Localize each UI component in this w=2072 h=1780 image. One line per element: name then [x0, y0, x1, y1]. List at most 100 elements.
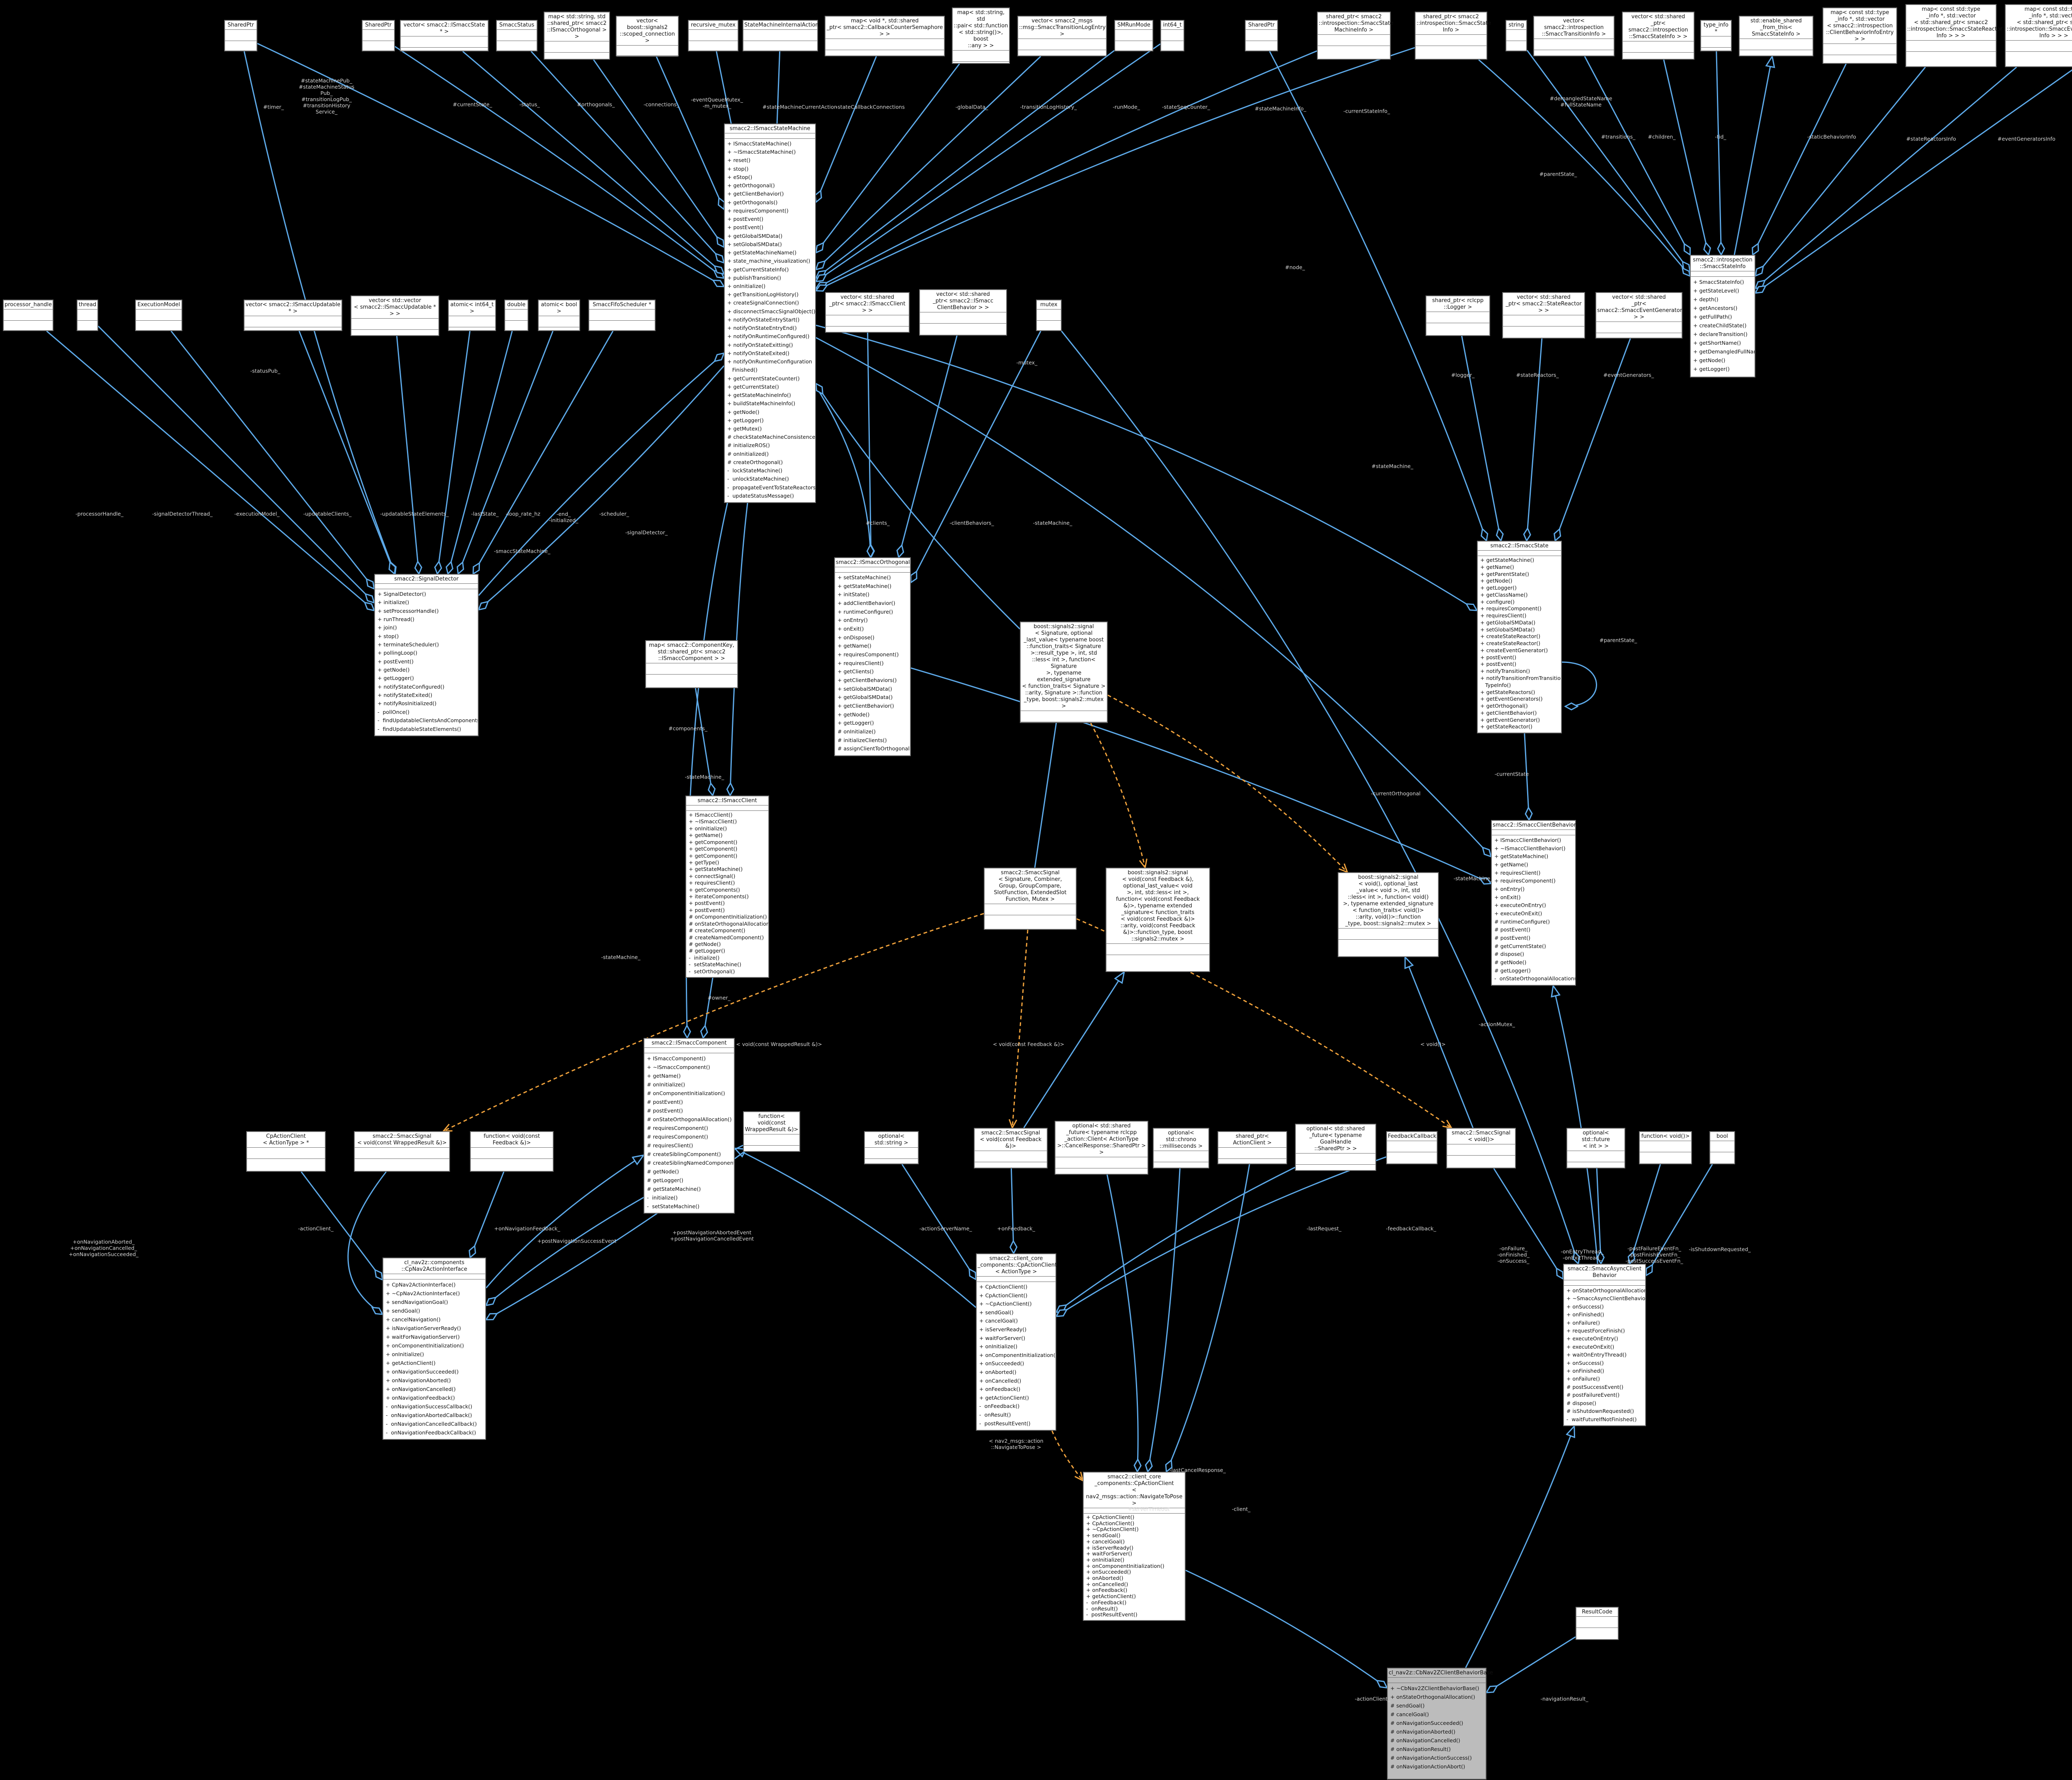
- class-node-recursive_mutex[interactable]: recursive_mutex: [688, 20, 738, 51]
- class-node-state[interactable]: smacc2::ISmaccState+ getStateMachine() +…: [1477, 541, 1562, 733]
- class-node-atomic_bool[interactable]: atomic< bool >: [538, 300, 580, 331]
- class-node-vec_scoped_conn[interactable]: vector< boost::signals2 ::scoped_connect…: [616, 16, 679, 57]
- class-title: shared_ptr< smacc2 ::introspection::Smac…: [1318, 12, 1393, 35]
- class-node-double_box[interactable]: double: [504, 300, 528, 331]
- edge-orthogonal-client_behavior: [910, 667, 1491, 883]
- class-title: optional< std::shared _future< typename …: [1055, 1122, 1147, 1157]
- class-node-boost_sig_feedback[interactable]: boost::signals2::signal < void(const Fee…: [1106, 868, 1210, 972]
- edge-label: -stateMachine_: [1033, 520, 1072, 526]
- class-node-map_cb_info[interactable]: map< const std::type _info *, std::vecto…: [1823, 7, 1897, 64]
- class-node-vec_transition_log[interactable]: vector< smacc2_msgs ::msg::SmaccTransiti…: [1017, 16, 1107, 56]
- class-node-int64[interactable]: int64_t: [1160, 20, 1184, 51]
- class-node-execution_model[interactable]: ExecutionModel: [135, 300, 182, 331]
- class-node-vec_updatable[interactable]: vector< smacc2::ISmaccUpdatable * >: [244, 300, 342, 331]
- class-node-sp_sm_info[interactable]: shared_ptr< smacc2 ::introspection::Smac…: [1317, 12, 1393, 60]
- class-node-vec_sr[interactable]: vector< std::shared _ptr< smacc2::StateR…: [1502, 292, 1585, 339]
- methods-compartment: [1246, 41, 1277, 51]
- class-node-client[interactable]: smacc2::ISmaccClient+ ISmaccClient() + ~…: [685, 796, 769, 978]
- class-node-boost_sig_void[interactable]: boost::signals2::signal < void(), option…: [1338, 872, 1439, 957]
- class-node-smacc_status[interactable]: SmaccStatus: [496, 20, 537, 51]
- class-title: ResultCode: [1576, 1608, 1618, 1617]
- class-node-async[interactable]: smacc2::SmaccAsyncClient Behavior+ onSta…: [1563, 1264, 1646, 1426]
- class-node-component[interactable]: smacc2::ISmaccComponent+ ISmaccComponent…: [644, 1038, 735, 1214]
- edge-m_opt_ms-cp_nav: [1148, 1168, 1181, 1472]
- edge-label: -signalDetector_: [625, 529, 668, 536]
- class-node-sd[interactable]: smacc2::SignalDetector+ SignalDetector()…: [374, 574, 479, 736]
- class-node-enable_shared[interactable]: std::enable_shared _from_this< SmaccStat…: [1739, 16, 1813, 56]
- class-node-m_opt_string[interactable]: optional< std::string >: [864, 1131, 919, 1164]
- class-node-boost_sig_generic[interactable]: boost::signals2::signal < Signature, opt…: [1020, 622, 1108, 723]
- methods-compartment: [449, 327, 495, 330]
- class-node-m_fn_wrapped[interactable]: function< void(const WrappedResult &)>: [743, 1111, 800, 1152]
- class-node-state_info[interactable]: smacc2::introspection ::SmaccStateInfo+ …: [1690, 255, 1755, 377]
- class-node-sp_state_info[interactable]: shared_ptr< smacc2 ::introspection::Smac…: [1415, 12, 1491, 60]
- class-node-map_global_data[interactable]: map< std::string, std ::pair< std::funct…: [952, 7, 1010, 64]
- methods-compartment: [1640, 1152, 1691, 1163]
- edge-vec_updatable-sd: [298, 331, 395, 574]
- class-node-m_bool[interactable]: bool: [1709, 1131, 1735, 1164]
- class-node-cp_generic[interactable]: smacc2::client_core _components::CpActio…: [976, 1253, 1057, 1431]
- class-node-m_feedback_cb[interactable]: FeedbackCallback: [1386, 1131, 1438, 1164]
- edge-vec_scoped_conn-sm: [656, 56, 724, 209]
- class-node-type_info[interactable]: type_info *: [1700, 20, 1732, 51]
- class-node-m_fn_void[interactable]: function< void()>: [1639, 1131, 1692, 1164]
- class-node-orthogonal[interactable]: smacc2::ISmaccOrthogonal+ setStateMachin…: [834, 557, 911, 756]
- class-node-cb_base[interactable]: cl_nav2z::CbNav2ZClientBehaviorBase+ ~Cb…: [1387, 1668, 1493, 1780]
- class-node-sm[interactable]: smacc2::ISmaccStateMachine+ ISmaccStateM…: [724, 123, 816, 503]
- class-node-cp_nav[interactable]: smacc2::client_core _components::CpActio…: [1083, 1472, 1186, 1621]
- class-node-logger_box[interactable]: shared_ptr< rclcpp ::Logger >: [1426, 295, 1490, 336]
- class-node-m_sig_void[interactable]: smacc2::SmaccSignal < void()>: [1446, 1128, 1516, 1168]
- edge-vec_state_ptr-sm: [462, 51, 724, 274]
- class-node-m_opt_future[interactable]: optional< std::future < int > >: [1566, 1128, 1625, 1168]
- class-node-string_box[interactable]: string: [1506, 20, 1527, 51]
- edge-label: #timer_: [263, 104, 284, 110]
- class-node-atomic_int64[interactable]: atomic< int64_t >: [448, 300, 496, 331]
- class-node-vec_sp_client[interactable]: vector< std::shared _ptr< smacc2::ISmacc…: [825, 292, 910, 333]
- edge-label: -scheduler_: [599, 510, 629, 517]
- class-node-m_sig_feedback[interactable]: smacc2::SmaccSignal < void(const Feedbac…: [974, 1128, 1048, 1168]
- edge-int_box-state_info: [1755, 69, 2072, 293]
- class-node-mutex_box[interactable]: mutex: [1036, 300, 1062, 331]
- class-node-vec_state_ptr[interactable]: vector< smacc2::ISmaccState * >: [400, 20, 489, 51]
- class-node-result_code[interactable]: ResultCode: [1576, 1607, 1619, 1640]
- attributes-compartment: [1037, 310, 1061, 321]
- edge-processor_handle-sd: [46, 330, 375, 611]
- class-node-map_orthogonals[interactable]: map< std::string, std ::shared_ptr< smac…: [544, 12, 610, 60]
- class-node-processor_handle[interactable]: processor_handle: [3, 300, 53, 331]
- class-node-m_opt_cancel[interactable]: optional< std::shared _future< typename …: [1055, 1121, 1148, 1175]
- class-node-sp1[interactable]: SharedPtr: [224, 20, 257, 51]
- class-title: map< std::string, std ::pair< std::funct…: [953, 8, 1009, 51]
- class-node-map_sr_info[interactable]: map< const std::type _info *, std::vecto…: [1905, 4, 2002, 67]
- attributes-compartment: [1691, 271, 1755, 277]
- class-node-map_components[interactable]: map< smacc2::ComponentKey, std::shared_p…: [645, 640, 738, 688]
- class-node-vec_vec_updatable[interactable]: vector< std::vector < smacc2::ISmaccUpda…: [351, 295, 439, 336]
- class-node-vec_transition_info[interactable]: vector< smacc2::introspection ::SmaccTra…: [1533, 16, 1615, 56]
- class-node-client_behavior[interactable]: smacc2::ISmaccClientBehavior+ ISmaccClie…: [1491, 820, 1576, 986]
- class-node-m_opt_goal[interactable]: optional< std::shared _future< typename …: [1295, 1124, 1376, 1171]
- class-node-m_opt_ms[interactable]: optional< std::chrono ::milliseconds >: [1153, 1128, 1209, 1168]
- class-node-smacc_signal_generic[interactable]: smacc2::SmaccSignal < Signature, Combine…: [984, 868, 1077, 930]
- class-node-thread[interactable]: thread: [77, 300, 98, 331]
- class-node-m_cp_ptr[interactable]: CpActionClient < ActionType > *: [246, 1131, 326, 1172]
- edge-sm-client: [730, 503, 748, 796]
- class-node-sm_internal_action[interactable]: StateMachineInternalAction: [743, 20, 819, 51]
- class-node-sp3[interactable]: SharedPtr: [1245, 20, 1278, 51]
- methods-compartment: [2006, 52, 2072, 66]
- class-title: shared_ptr< smacc2 ::introspection::Smac…: [1416, 12, 1491, 35]
- class-title: function< void()>: [1640, 1132, 1691, 1141]
- class-node-vec_eg[interactable]: vector< std::shared _ptr< smacc2::SmaccE…: [1595, 292, 1682, 339]
- class-node-nav_iface[interactable]: cl_nav2z::components ::CpNav2ActionInter…: [382, 1258, 486, 1440]
- class-node-m_fn_feedback[interactable]: function< void(const Feedback &)>: [470, 1131, 554, 1172]
- class-node-vec_sp_cb[interactable]: vector< std::shared _ptr< smacc2::ISmacc…: [919, 289, 1007, 336]
- class-node-m_sig_wrapped[interactable]: smacc2::SmaccSignal < void(const Wrapped…: [354, 1131, 450, 1172]
- class-node-fifo_scheduler[interactable]: SmaccFifoScheduler *: [588, 300, 656, 331]
- class-node-sp2[interactable]: SharedPtr: [362, 20, 395, 51]
- class-node-sm_run_mode[interactable]: SMRunMode: [1114, 20, 1153, 51]
- class-title: vector< std::vector < smacc2::ISmaccUpda…: [351, 296, 438, 319]
- methods-compartment: [985, 915, 1076, 929]
- class-node-map_cb_semaphore[interactable]: map< void *, std::shared _ptr< smacc2::C…: [825, 16, 945, 56]
- class-node-vec_sp_state_info[interactable]: vector< std::shared _ptr< smacc2::intros…: [1622, 12, 1694, 60]
- class-node-m_sp_action_client[interactable]: shared_ptr< ActionClient >: [1218, 1131, 1287, 1164]
- class-node-map_eg_info[interactable]: map< const std::type _info *, std::vecto…: [2005, 4, 2072, 67]
